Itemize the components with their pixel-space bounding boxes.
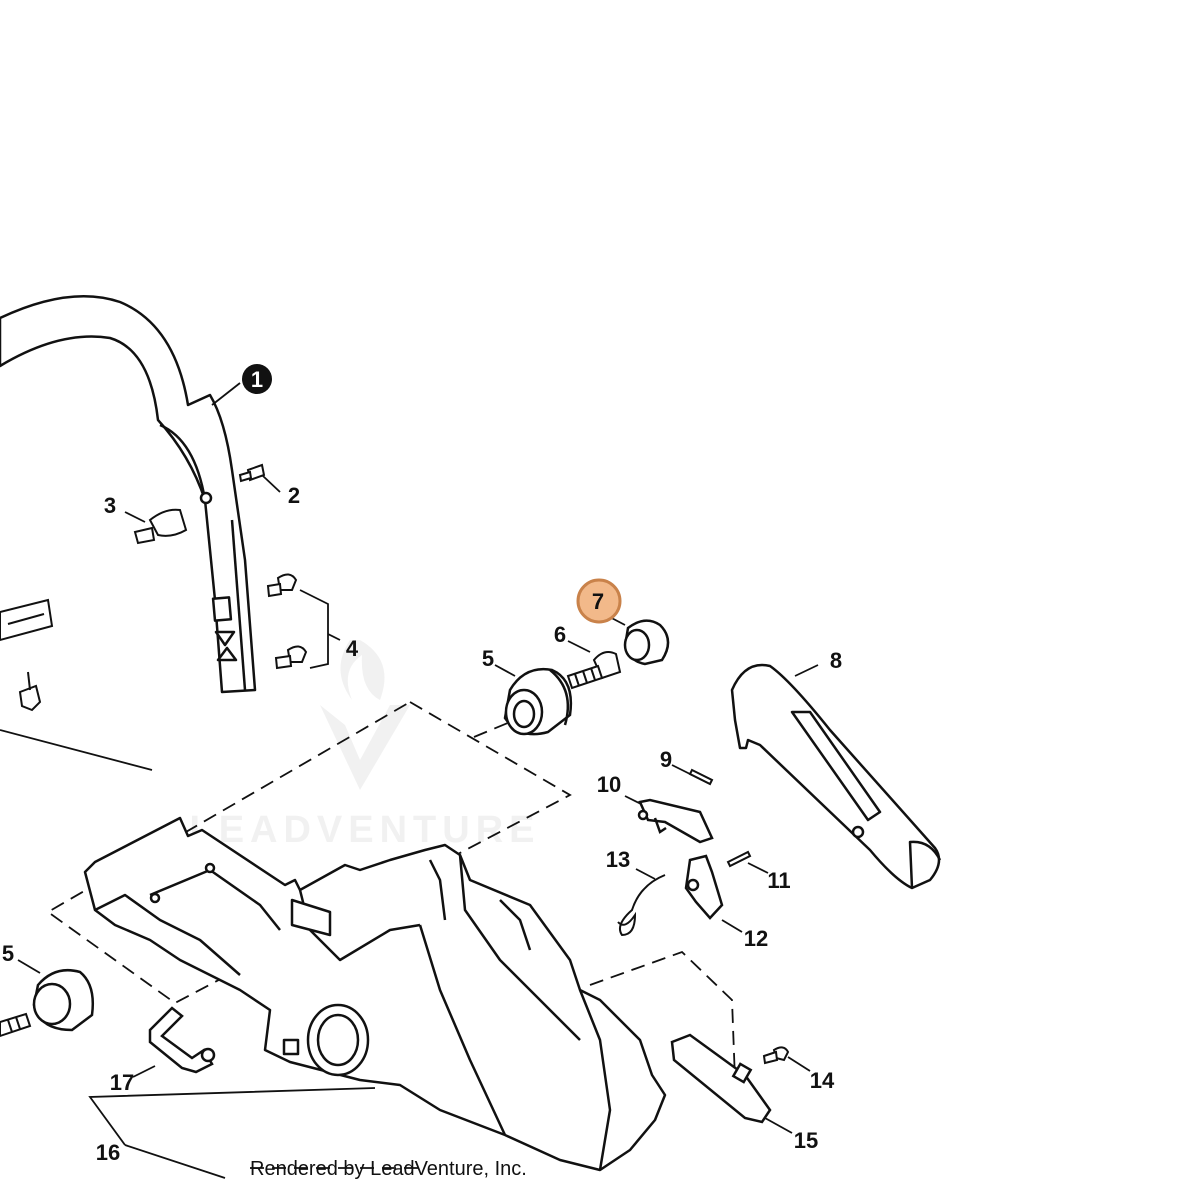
footer-credit: Rendered by LeadVenture, Inc. [250,1158,527,1180]
guide-bar-part [0,598,54,712]
pin-part-9 [688,768,714,786]
callout-8[interactable]: 8 [830,648,842,673]
callout-12[interactable]: 12 [744,926,768,951]
leader-lines [0,382,819,1179]
callout-2[interactable]: 2 [288,483,300,508]
screw-part-4a [266,573,298,598]
callouts: 1 2 3 4 5 5 6 7 8 9 10 11 12 13 14 15 16… [2,364,842,1165]
callout-7-label: 7 [592,589,604,614]
tube-part-17 [148,1006,216,1074]
callout-15[interactable]: 15 [794,1128,818,1153]
housing-part-16 [83,816,667,1172]
handle-bar-part [0,294,257,694]
ring-part-7 [623,619,670,666]
screw-part-14 [762,1046,790,1065]
watermark-text: LEADVENTURE [189,809,540,851]
pin-part-11 [726,850,752,868]
screw-part-5-left [0,1012,32,1038]
callout-14[interactable]: 14 [810,1068,835,1093]
cover-plate-part-15 [670,1033,772,1124]
pawl-part-12 [684,854,724,920]
cover-part-8 [730,663,942,890]
callout-5-left[interactable]: 5 [2,941,14,966]
spring-part-13 [617,874,666,937]
watermark: LEADVENTURE [189,640,540,851]
callout-5[interactable]: 5 [482,646,494,671]
bolt-part-6 [566,651,622,690]
bushing-part-5 [503,667,573,736]
callout-1[interactable]: 1 [242,364,272,394]
lever-part-10 [637,798,714,844]
callout-1-label: 1 [251,367,263,392]
callout-10[interactable]: 10 [597,772,621,797]
bushing-part-5-left [32,968,94,1032]
callout-3[interactable]: 3 [104,493,116,518]
screw-part-4b [274,645,308,670]
pin-part-3 [133,508,188,545]
screw-part-2 [238,463,266,483]
callout-6[interactable]: 6 [554,622,566,647]
callout-13[interactable]: 13 [606,847,630,872]
callout-7[interactable]: 7 [576,578,622,624]
callout-17[interactable]: 17 [110,1070,134,1095]
callout-4[interactable]: 4 [346,636,359,661]
callout-16[interactable]: 16 [96,1140,120,1165]
callout-9[interactable]: 9 [660,747,672,772]
callout-11[interactable]: 11 [767,868,790,893]
